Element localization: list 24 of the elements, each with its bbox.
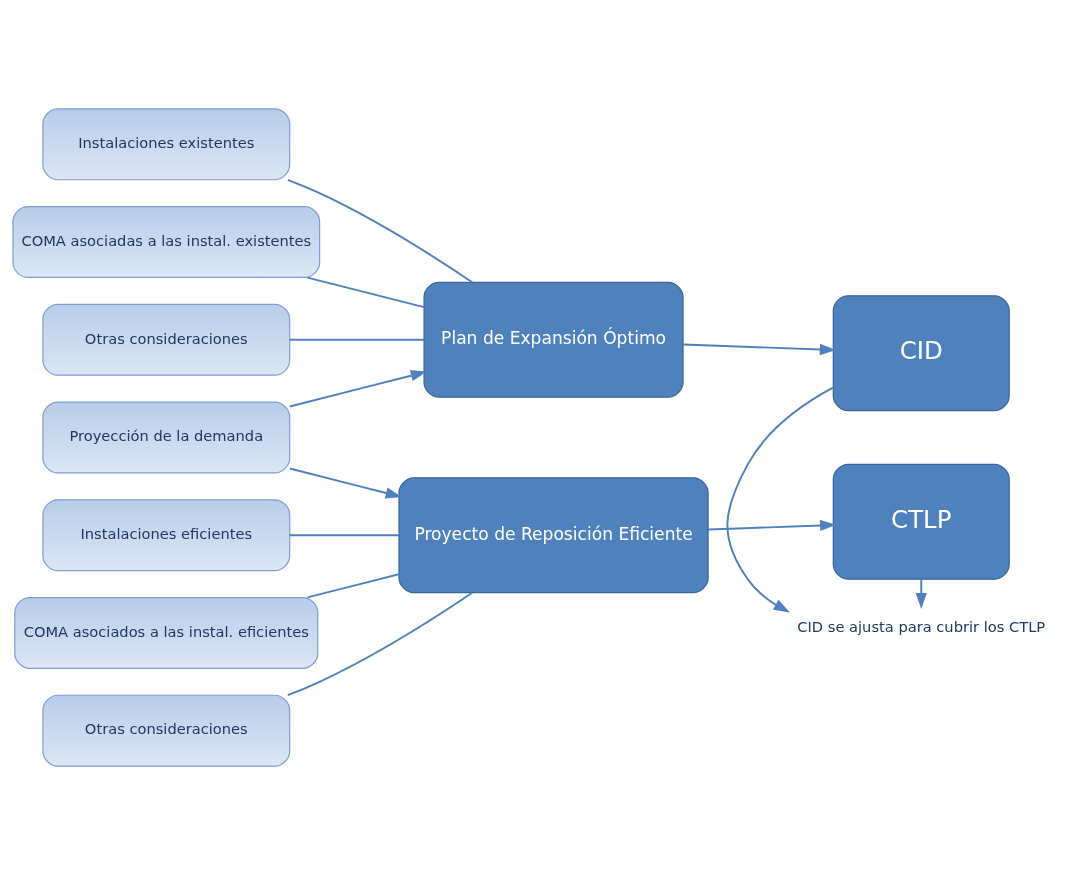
arrow bbox=[288, 467, 402, 498]
connector bbox=[306, 572, 400, 598]
connector bbox=[286, 591, 474, 696]
node-box: CTLP bbox=[832, 463, 1010, 580]
node-box: Otras consideraciones bbox=[42, 303, 291, 376]
node-box: Otras consideraciones bbox=[42, 694, 291, 767]
node-text: CID se ajusta para cubrir los CTLP bbox=[797, 617, 1046, 635]
connector bbox=[286, 178, 474, 283]
node-box: Proyección de la demanda bbox=[42, 400, 291, 474]
connector bbox=[306, 276, 425, 308]
arrow bbox=[707, 519, 837, 531]
node-box: Proyecto de Reposición Eficiente bbox=[398, 476, 709, 593]
node-box: CID bbox=[832, 294, 1010, 411]
arrow bbox=[915, 577, 927, 609]
arrow bbox=[682, 343, 836, 355]
connector bbox=[288, 338, 426, 341]
node-box: COMA asociadas a las instal. existentes bbox=[12, 205, 321, 278]
node-box: Plan de Expansión Óptimo bbox=[423, 281, 684, 398]
connector bbox=[288, 533, 400, 536]
arrow bbox=[288, 369, 427, 407]
arrow bbox=[726, 386, 834, 612]
node-box: COMA asociados a las instal. eficientes bbox=[14, 596, 319, 669]
node-box: Instalaciones eficientes bbox=[42, 498, 291, 571]
node-box: Instalaciones existentes bbox=[42, 107, 291, 180]
